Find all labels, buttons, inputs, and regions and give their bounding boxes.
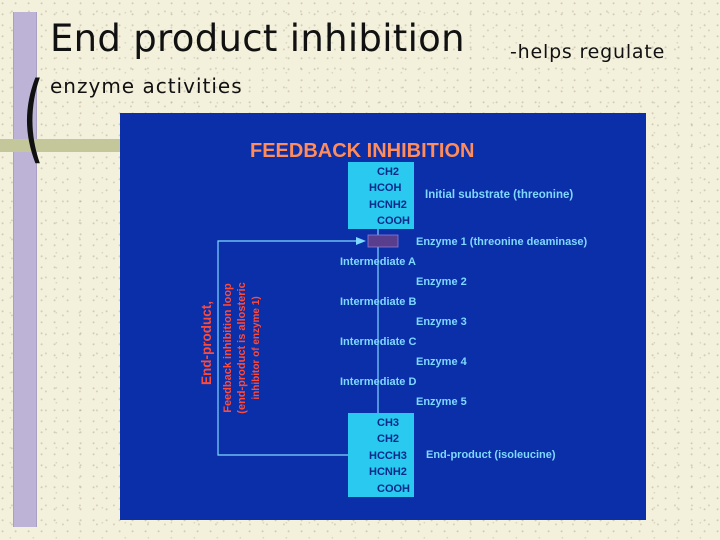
substrate-formula: CH2 HCOH HCNH2 COOH [369,166,410,227]
loop-label-line: inhibitor of enzyme 1) [251,296,262,399]
intermediate-label: Intermediate B [340,296,416,308]
product-formula-line: HCNH2 [369,466,407,478]
enzyme1-marker [367,234,399,248]
substrate-box [348,162,414,229]
slide-title: End product inhibition [50,17,465,60]
substrate-formula-line: COOH [377,215,410,227]
enzyme-label: Enzyme 5 [416,396,467,408]
substrate-formula-line: HCNH2 [369,199,407,211]
pathway-steps: Intermediate A Enzyme 2 Intermediate B E… [340,256,468,408]
intermediate-label: Intermediate D [340,376,416,388]
product-formula-line: HCCH3 [369,450,407,462]
figure-diagram: FEEDBACK INHIBITION CH2 HCOH HCNH2 COOH … [199,140,587,497]
enzyme-label: Enzyme 3 [416,316,467,328]
feedback-loop-line [217,240,356,456]
substrate-label: Initial substrate (threonine) [425,189,573,201]
slide-subtitle-line2: enzyme activities [50,74,243,98]
enzyme-label: Enzyme 2 [416,276,467,288]
product-formula-line: CH3 [377,417,399,429]
decorative-sidebar-bar [13,12,37,527]
substrate-formula-line: CH2 [377,166,399,178]
product-formula-line: CH2 [377,433,399,445]
loop-label-line: (end-product is allosteric [236,282,248,413]
feedback-arrowhead [356,237,366,245]
loop-label-group: Feedback inhibition loop (end-product is… [222,282,262,413]
feedback-inhibition-figure: FEEDBACK INHIBITION CH2 HCOH HCNH2 COOH … [120,113,646,520]
product-formula-line: COOH [377,483,410,495]
intermediate-label: Intermediate C [340,336,416,348]
product-formula: CH3 CH2 HCCH3 HCNH2 COOH [369,417,410,495]
loop-label-main: End-product, [199,301,214,385]
product-box [348,413,414,497]
substrate-formula-line: HCOH [369,182,401,194]
loop-label-main-group: End-product, [199,301,214,385]
slide-subtitle: -helps regulate [510,41,666,63]
enzyme1-label: Enzyme 1 (threonine deaminase) [416,236,587,248]
intermediate-label: Intermediate A [340,256,416,268]
product-label: End-product (isoleucine) [426,449,556,461]
decorative-crossbar [0,139,120,152]
enzyme-label: Enzyme 4 [416,356,468,368]
loop-label-line: Feedback inhibition loop [222,283,234,413]
figure-title: FEEDBACK INHIBITION [250,140,474,162]
decorative-parenthesis: ( [22,62,45,174]
